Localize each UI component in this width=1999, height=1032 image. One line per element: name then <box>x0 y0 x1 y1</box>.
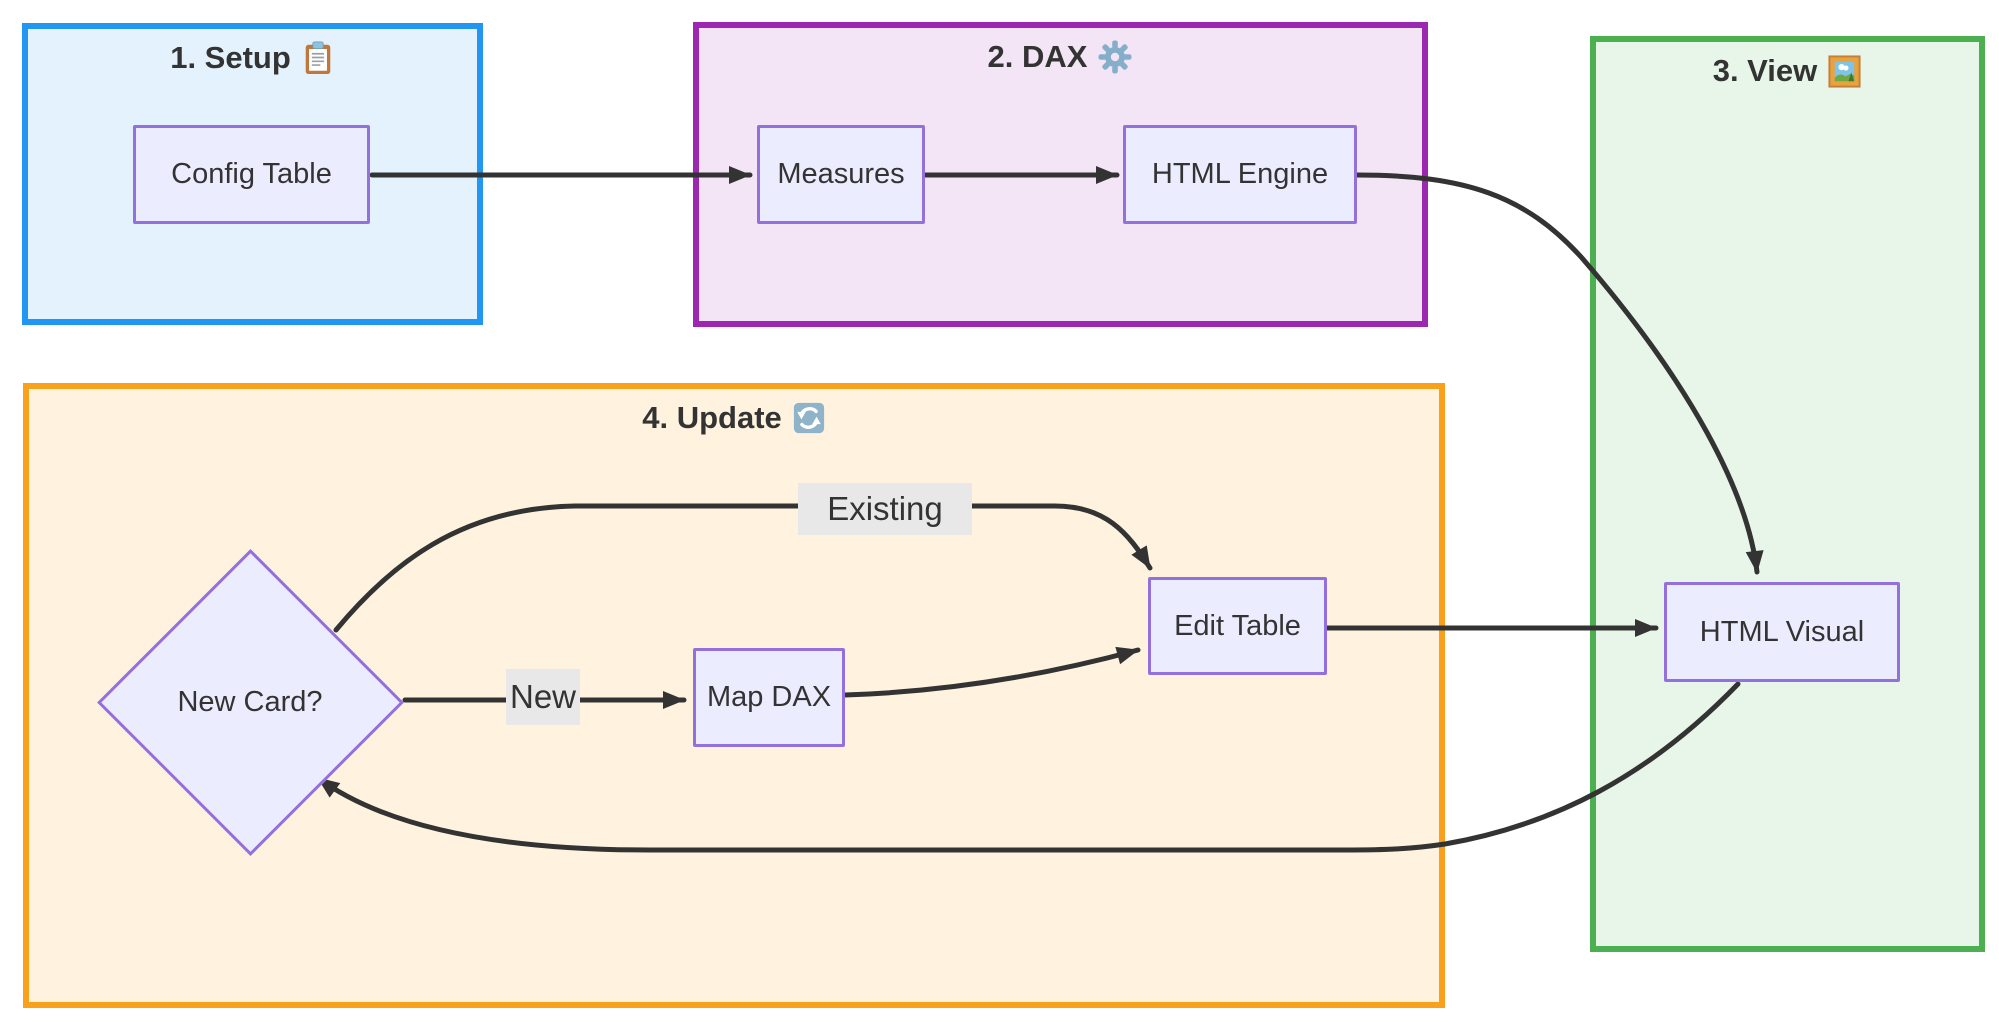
group-view: 3. View <box>1590 36 1985 952</box>
group-setup-title: 1. Setup <box>28 40 477 76</box>
edge-html-engine-to-html-visual <box>1354 172 1764 575</box>
group-setup-label: 1. Setup <box>170 40 291 75</box>
counterclockwise-arrows-icon <box>793 402 824 434</box>
node-html-visual-label: HTML Visual <box>1699 615 1865 648</box>
edge-label-new-text: New <box>509 678 577 715</box>
node-html-engine: HTML Engine <box>1123 125 1357 224</box>
node-edit-table: Edit Table <box>1148 577 1327 675</box>
group-dax-title: 2. DAX <box>699 39 1422 75</box>
group-view-title: 3. View <box>1596 53 1979 89</box>
node-new-card-label: New Card? <box>177 685 323 718</box>
edge-label-new: New <box>506 669 580 725</box>
node-config-table-label: Config Table <box>171 158 332 190</box>
node-edit-table-label: Edit Table <box>1174 609 1301 642</box>
node-map-dax: Map DAX <box>693 648 845 747</box>
group-view-label: 3. View <box>1712 53 1818 88</box>
framed-picture-icon <box>1828 54 1861 88</box>
gear-icon <box>1098 40 1132 74</box>
clipboard-icon <box>305 41 331 75</box>
node-measures-label: Measures <box>777 158 905 190</box>
edge-map-dax-to-edit-table <box>842 646 1141 698</box>
edge-html-visual-to-new-card <box>315 681 1741 853</box>
group-dax-label: 2. DAX <box>987 39 1088 74</box>
group-update-label: 4. Update <box>642 400 782 435</box>
node-html-engine-label: HTML Engine <box>1151 158 1329 190</box>
node-measures: Measures <box>757 125 925 224</box>
edge-label-existing-text: Existing <box>827 490 943 527</box>
edge-new-card-to-edit-table-existing <box>333 503 1153 633</box>
node-new-card: New Card? <box>97 652 403 752</box>
edge-label-existing: Existing <box>798 483 972 535</box>
node-map-dax-label: Map DAX <box>706 681 832 713</box>
node-config-table: Config Table <box>133 125 370 224</box>
group-update-title: 4. Update <box>29 400 1439 436</box>
node-html-visual: HTML Visual <box>1664 582 1900 682</box>
